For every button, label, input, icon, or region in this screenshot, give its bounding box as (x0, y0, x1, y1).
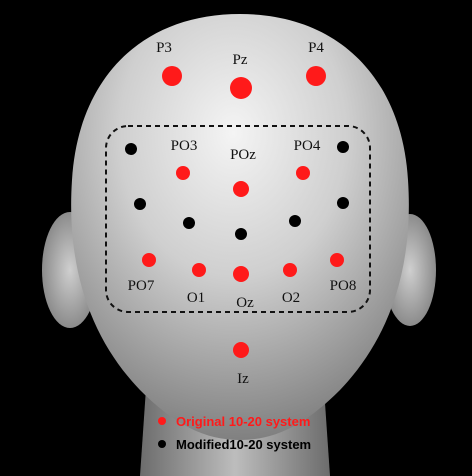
modified-electrode (337, 141, 349, 153)
modified-electrode (235, 228, 247, 240)
modified-electrode (125, 143, 137, 155)
electrode-label-pz: Pz (233, 52, 248, 68)
electrode-label-po7: PO7 (128, 278, 155, 294)
electrode-o2 (283, 263, 297, 277)
legend-original-label: Original 10-20 system (176, 414, 310, 429)
electrode-pz (230, 77, 252, 99)
electrode-po7 (142, 253, 156, 267)
electrode-label-o2: O2 (282, 290, 300, 306)
electrode-label-o1: O1 (187, 290, 205, 306)
electrode-p4 (306, 66, 326, 86)
modified-electrode (134, 198, 146, 210)
electrode-iz (233, 342, 249, 358)
legend-modified-marker (158, 440, 166, 448)
modified-electrode (289, 215, 301, 227)
modified-electrode (337, 197, 349, 209)
electrode-po8 (330, 253, 344, 267)
electrode-label-oz: Oz (236, 295, 254, 311)
electrode-label-poz: POz (230, 147, 256, 163)
electrode-poz (233, 181, 249, 197)
electrode-po3 (176, 166, 190, 180)
electrode-label-p4: P4 (308, 40, 324, 56)
legend-original-marker (158, 417, 166, 425)
modified-electrode (183, 217, 195, 229)
electrode-po4 (296, 166, 310, 180)
electrode-oz (233, 266, 249, 282)
electrode-label-p3: P3 (156, 40, 172, 56)
electrode-label-po8: PO8 (330, 278, 357, 294)
electrode-p3 (162, 66, 182, 86)
electrode-label-po4: PO4 (294, 138, 321, 154)
electrode-label-iz: Iz (237, 371, 249, 387)
legend-modified-label: Modified10-20 system (176, 437, 311, 452)
electrode-label-po3: PO3 (171, 138, 198, 154)
electrode-o1 (192, 263, 206, 277)
